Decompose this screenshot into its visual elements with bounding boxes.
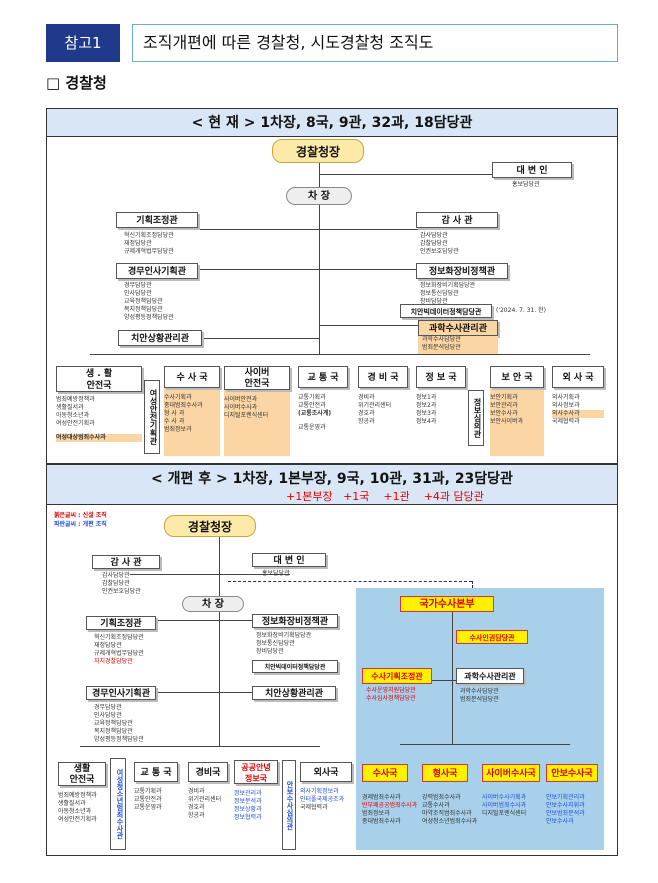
after-it-box: 정보화장비정책관 (252, 614, 338, 628)
ai-policy-box: 치안빅데이터정책담당관 (400, 304, 492, 318)
legend-new: 붉은글씨 : 신설 조직 (54, 512, 107, 519)
nib-forensic-box: 과학수사관리관 (456, 668, 524, 684)
page-title: 조직개편에 따른 경찰청, 시도경찰청 조직도 (132, 24, 618, 62)
hr-box: 경무인사기획관 (116, 263, 198, 279)
after-spokesperson-sub: 홍보담당관 (262, 570, 290, 577)
security-investigation-box: 안보수사심의관 (282, 760, 296, 850)
after-hr-box: 경무인사기획관 (86, 686, 156, 700)
after-safety-mgmt-box: 치안상황관리관 (252, 686, 336, 700)
women-youth-box: 여성청소년범죄수사관 (110, 758, 126, 850)
legend-reorg: 파란글씨 : 개편 조직 (54, 521, 107, 528)
women-safety-box: 여성안전기획관 (144, 380, 160, 454)
commissioner-box: 경찰청장 (272, 139, 364, 163)
ai-policy-note: ('2024. 7. 31. 한) (496, 307, 547, 314)
current-org-frame (46, 108, 618, 464)
it-box: 정보화장비정책관 (416, 263, 508, 279)
current-header: < 현 재 > 1차장, 8국, 9관, 32과, 18담당관 (47, 109, 617, 137)
safety-mgmt-box: 치안상황관리관 (118, 330, 202, 346)
forensic-box: 과학수사관리관 (418, 320, 498, 336)
after-ai-box: 치안빅데이터정책담당관 (252, 660, 338, 673)
after-header: < 개편 후 > 1차장, 1본부장, 9국, 10관, 31과, 23담당관 (151, 471, 513, 487)
after-commissioner-box: 경찰청장 (164, 515, 256, 537)
after-org-frame (46, 464, 618, 856)
after-inspector-box: 감 사 관 (92, 555, 160, 569)
planning-box: 기획조정관 (116, 212, 198, 228)
spokesperson-box: 대 변 인 (492, 162, 572, 178)
after-planning-box: 기획조정관 (86, 616, 156, 630)
reference-badge: 참고1 (46, 24, 120, 62)
after-diff: +1본부장 +1국 +1관 +4과 담당관 (286, 490, 484, 503)
nib-spokes-box: 수사인권담당관 (456, 630, 528, 644)
after-deputy-box: 차 장 (182, 596, 244, 612)
nib-title: 국가수사본부 (400, 596, 494, 612)
section-title: □ 경찰청 (46, 74, 107, 92)
deputy-box: 차 장 (286, 187, 352, 205)
after-header-bar (47, 465, 617, 505)
spokesperson-sub: 홍보담당관 (512, 181, 540, 188)
nib-plan-box: 수사기획조정관 (362, 668, 432, 684)
inspector-box: 감 사 관 (416, 212, 498, 228)
after-spokesperson-box: 대 변 인 (252, 553, 326, 567)
intel-analysis-box: 정보심의관 (468, 390, 484, 446)
